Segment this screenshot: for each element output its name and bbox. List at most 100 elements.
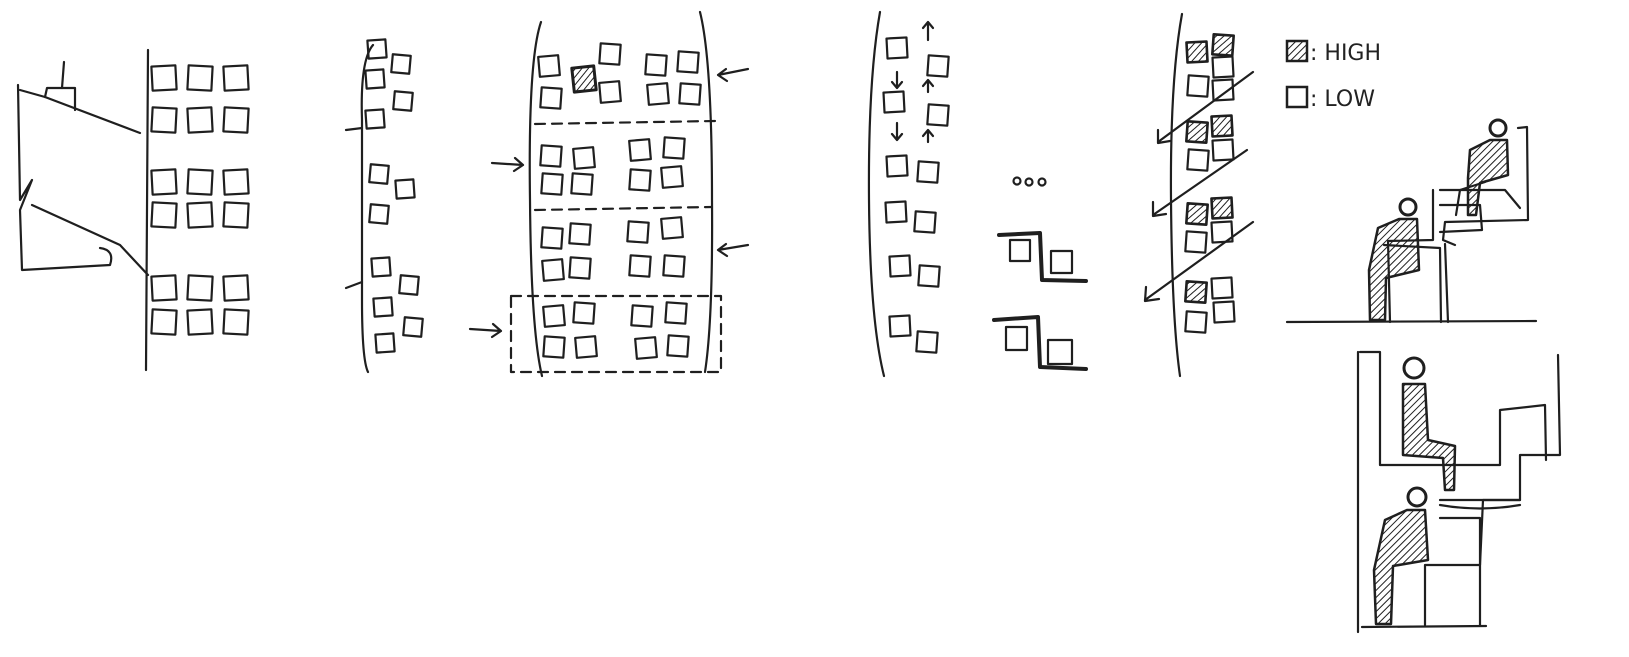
low-window-square — [1187, 75, 1208, 96]
low-window-square — [151, 107, 176, 132]
legend: : HIGH : LOW — [1287, 41, 1381, 112]
low-window-square — [540, 87, 561, 108]
low-window-square — [187, 65, 212, 90]
high-window-square — [1211, 115, 1232, 136]
high-window-square — [1186, 121, 1207, 142]
low-window-square — [886, 155, 907, 176]
low-window-square — [661, 217, 683, 239]
low-window-square — [369, 204, 389, 224]
low-window-square — [916, 331, 937, 352]
low-window-square — [885, 201, 906, 222]
low-window-square — [223, 107, 248, 132]
low-window-square — [914, 211, 935, 232]
low-window-square — [889, 315, 910, 336]
low-window-square — [1185, 311, 1206, 332]
window-grid — [1185, 34, 1234, 332]
low-window-square — [629, 255, 650, 276]
stepped-window-detail — [994, 178, 1086, 370]
low-window-square — [631, 305, 652, 326]
low-window-square — [365, 109, 384, 128]
high-window-square — [1211, 197, 1232, 218]
low-window-square — [541, 173, 562, 194]
low-window-square — [151, 275, 176, 300]
low-window-square — [918, 265, 939, 286]
low-window-square — [1212, 56, 1233, 77]
low-window-square — [541, 227, 562, 248]
seated-figures-sections — [1287, 120, 1560, 632]
low-window-square — [543, 336, 564, 357]
window-grid — [538, 43, 701, 359]
low-window-square — [1213, 301, 1234, 322]
person-icon — [1408, 488, 1426, 506]
low-window-square — [371, 257, 390, 276]
low-window-square — [187, 169, 212, 194]
window-grid — [365, 39, 422, 352]
low-window-square — [223, 309, 248, 334]
low-window-square — [569, 223, 590, 244]
low-window-square — [151, 309, 176, 334]
low-window-square — [569, 257, 590, 278]
low-window-square — [647, 83, 669, 105]
low-window-square — [223, 202, 248, 227]
upper-seated-section — [1287, 120, 1536, 322]
low-window-square — [665, 302, 686, 323]
low-window-square — [369, 164, 389, 184]
low-window-square — [927, 55, 948, 76]
low-window-square — [1212, 139, 1233, 160]
high-low-window-section — [1145, 14, 1253, 376]
low-window-square — [663, 137, 684, 158]
low-window-square — [629, 139, 651, 161]
low-window-square — [635, 337, 657, 359]
low-window-square — [886, 37, 907, 58]
low-window-square — [403, 317, 423, 337]
person-icon — [1490, 120, 1506, 136]
high-window-square — [1186, 41, 1207, 62]
low-window-square — [667, 335, 688, 356]
low-window-square — [187, 107, 212, 132]
low-window-square — [1211, 277, 1232, 298]
low-window-square — [373, 297, 392, 316]
low-window-square — [661, 166, 683, 188]
low-window-square — [151, 169, 176, 194]
low-window-square — [375, 333, 394, 352]
lower-seated-section — [1358, 352, 1560, 632]
person-icon — [1400, 199, 1416, 215]
low-window-square — [543, 305, 565, 327]
low-window-square — [187, 309, 212, 334]
high-window-square — [1186, 203, 1207, 224]
low-window-square — [393, 91, 413, 111]
low-window-square — [571, 173, 592, 194]
ship-side-hull-sketch — [18, 50, 249, 370]
low-window-square — [1187, 149, 1208, 170]
high-legend-swatch — [1287, 41, 1307, 61]
low-window-square — [679, 83, 700, 104]
staggered-window-column — [346, 39, 423, 372]
alternating-window-column — [869, 12, 949, 376]
low-window-square — [573, 302, 594, 323]
low-window-square — [187, 202, 212, 227]
low-window-square — [399, 275, 419, 295]
low-legend-label: : LOW — [1310, 87, 1375, 112]
low-window-square — [151, 202, 176, 227]
low-window-square — [1185, 231, 1206, 252]
low-window-square — [677, 51, 698, 72]
low-window-square — [395, 179, 414, 198]
low-window-square — [599, 43, 620, 64]
low-window-square — [187, 275, 212, 300]
low-window-square — [599, 81, 621, 103]
low-window-square — [883, 91, 904, 112]
low-window-square — [889, 255, 910, 276]
low-window-square — [629, 169, 650, 190]
low-window-square — [365, 69, 384, 88]
window-grid — [151, 65, 248, 334]
low-window-square — [540, 145, 561, 166]
low-window-square — [917, 161, 938, 182]
low-window-square — [538, 55, 560, 77]
low-window-square — [542, 259, 564, 281]
low-window-square — [663, 255, 684, 276]
low-window-square — [223, 169, 248, 194]
high-window-square — [1185, 281, 1206, 302]
low-window-square — [223, 275, 248, 300]
person-icon — [1404, 358, 1424, 378]
